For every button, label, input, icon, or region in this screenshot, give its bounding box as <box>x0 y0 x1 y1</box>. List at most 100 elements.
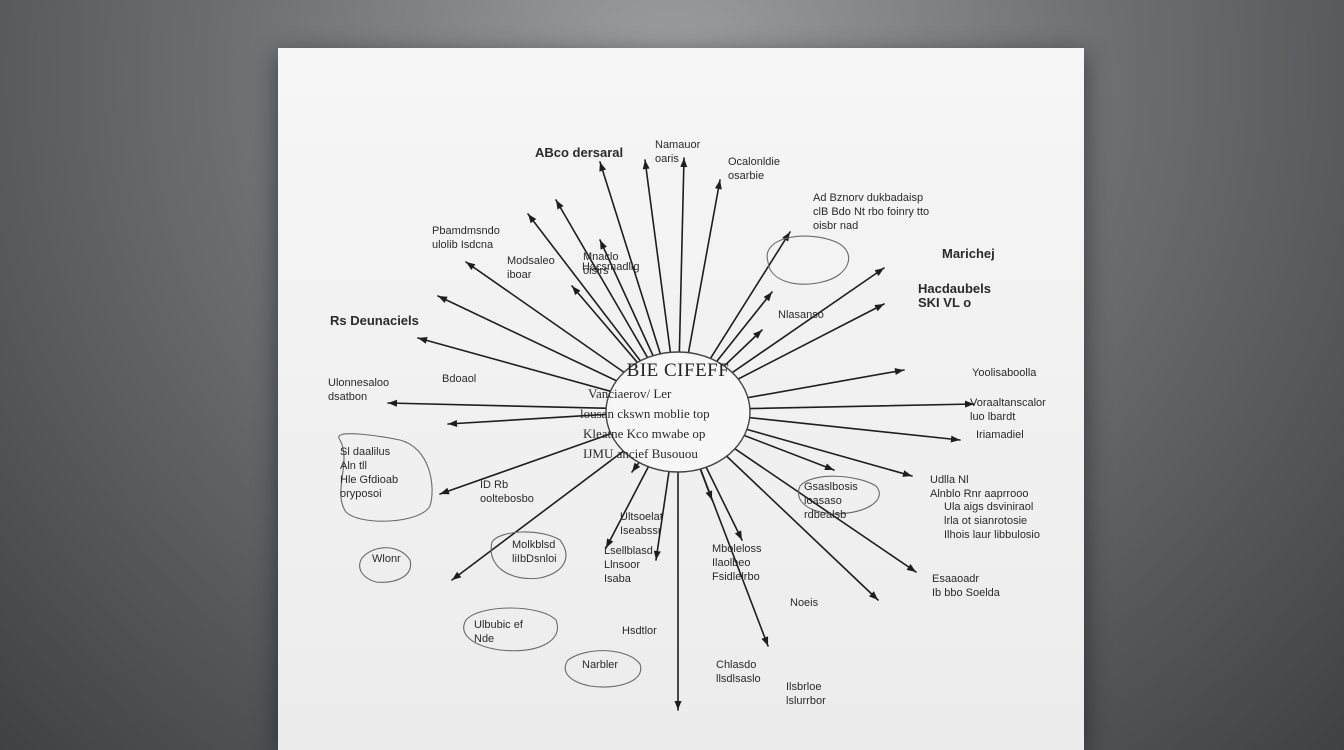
node-label-line: Ilsbrloe <box>786 681 821 693</box>
spoke-arrowhead <box>448 419 458 427</box>
node-label-line: Modsaleo <box>507 255 555 267</box>
spoke-arrowhead <box>753 330 762 339</box>
spoke-arrowhead <box>606 538 614 548</box>
node-label-line: ulolib Isdcna <box>432 239 494 251</box>
node-label: Rs Deunaciels <box>330 313 419 328</box>
node-label-line: Lsellblasd <box>604 545 653 557</box>
spoke-arrowhead <box>388 399 398 407</box>
node-label-line: Sl daalilus <box>340 446 391 458</box>
spoke-arrowhead <box>466 262 476 271</box>
node-label-line: Ilhois laur libbulosio <box>944 529 1040 541</box>
spoke-arrowhead <box>902 470 912 477</box>
node-label-line: Hacdaubels <box>918 281 991 296</box>
node-label-line: Llnsoor <box>604 559 640 571</box>
node-label-line: lslurrbor <box>786 695 826 707</box>
node-label-line: Iriamadiel <box>976 429 1024 441</box>
node-label-line: Ib bbo Soelda <box>932 587 1001 599</box>
spoke-arrowhead <box>600 240 607 250</box>
node-label: Esaaoadr Ib bbo Soelda <box>932 573 1001 599</box>
node-label-line: Marichej <box>942 246 995 261</box>
node-label-line: Ad Bznorv dukbadaisp <box>813 192 923 204</box>
node-label: Narbler <box>582 659 618 671</box>
spoke-arrowhead <box>653 550 661 560</box>
node-label-line: Iseabssr <box>620 525 662 537</box>
node-label-line: Chlasdo <box>716 659 756 671</box>
spoke-arrowhead <box>599 162 607 172</box>
node-label-line: Namauor <box>655 139 701 151</box>
note-bubble <box>490 531 567 580</box>
node-label-line: rdbealsb <box>804 509 846 521</box>
node-label-line: Molkblsd <box>512 539 555 551</box>
spoke-arrowhead <box>734 530 742 540</box>
node-label: Ilsbrloe lslurrbor <box>786 681 826 707</box>
node-label-line: Fsidlelrbo <box>712 571 760 583</box>
node-label-line: Mboleloss <box>712 543 762 555</box>
node-label-line: Mnaclo <box>583 251 618 263</box>
note-bubble <box>338 433 433 522</box>
spoke-arrowhead <box>782 232 790 242</box>
node-label: Iriamadiel <box>976 429 1024 441</box>
spoke-arrowhead <box>418 337 428 344</box>
node-label-line: Esaaoadr <box>932 573 979 585</box>
node-label-line: Ulbubic ef <box>474 619 524 631</box>
node-label-line: Ulonnesaloo <box>328 377 389 389</box>
node-label-line: Aln tll <box>340 460 367 472</box>
node-label-line: Nlasanso <box>778 309 824 321</box>
node-label-line: luo lbardt <box>970 411 1015 423</box>
node-label: Bdoaol <box>442 373 476 385</box>
node-label-line: Udlla Nl <box>930 474 969 486</box>
node-label-line: lrla ot sianrotosie <box>944 515 1027 527</box>
node-label: ABco dersaral <box>535 145 623 160</box>
note-bubble <box>463 607 559 652</box>
node-label-line: Bdoaol <box>442 373 476 385</box>
node-label-line: Hacsmadlig <box>582 261 639 273</box>
node-label-line: SKI VL o <box>918 295 971 310</box>
spoke-arrowhead <box>906 564 916 572</box>
node-label-line: oryposoi <box>340 488 382 500</box>
node-label-line: dsatbon <box>328 391 367 403</box>
node-label-line: Wlonr <box>372 553 401 565</box>
spoke-arrowhead <box>556 200 564 210</box>
node-label-line: oisbr nad <box>813 220 858 232</box>
node-label: Wlonr <box>372 553 401 565</box>
spoke-arrowhead <box>572 286 581 296</box>
node-label: Voraaltanscalor luo lbardt <box>970 397 1046 423</box>
node-label-line: Hsdtlor <box>622 625 657 637</box>
spoke-arrowhead <box>894 368 904 376</box>
center-text-line: IJMU ancief Busouou <box>583 446 698 461</box>
node-label-line: Nde <box>474 633 494 645</box>
node-label-line: Voraaltanscalor <box>970 397 1046 409</box>
note-bubble <box>564 650 642 688</box>
node-label: Ulbubic ef Nde <box>474 619 524 645</box>
node-label: Ulonnesaloo dsatbon <box>328 377 389 403</box>
node-label-line: osarbie <box>728 170 764 182</box>
spoke-arrowhead <box>874 268 884 276</box>
spoke-arrowhead <box>642 160 650 170</box>
center-text-line: Kleatne Kco mwabe op <box>583 426 705 441</box>
spoke-arrowhead <box>950 435 960 443</box>
node-label-line: Ultsoelat <box>620 511 663 523</box>
spoke-arrowhead <box>714 180 722 190</box>
spoke-arrowhead <box>763 292 772 302</box>
node-label-line: Gsaslbosis <box>804 481 858 493</box>
spoke-arrowhead <box>761 636 769 646</box>
node-label-line: Isaba <box>604 573 632 585</box>
center-text-line: lousan ckswn moblie top <box>580 406 710 421</box>
node-label-line: Rs Deunaciels <box>330 313 419 328</box>
spoke-arrowhead <box>528 214 537 224</box>
spoke-arrowhead <box>964 400 974 408</box>
